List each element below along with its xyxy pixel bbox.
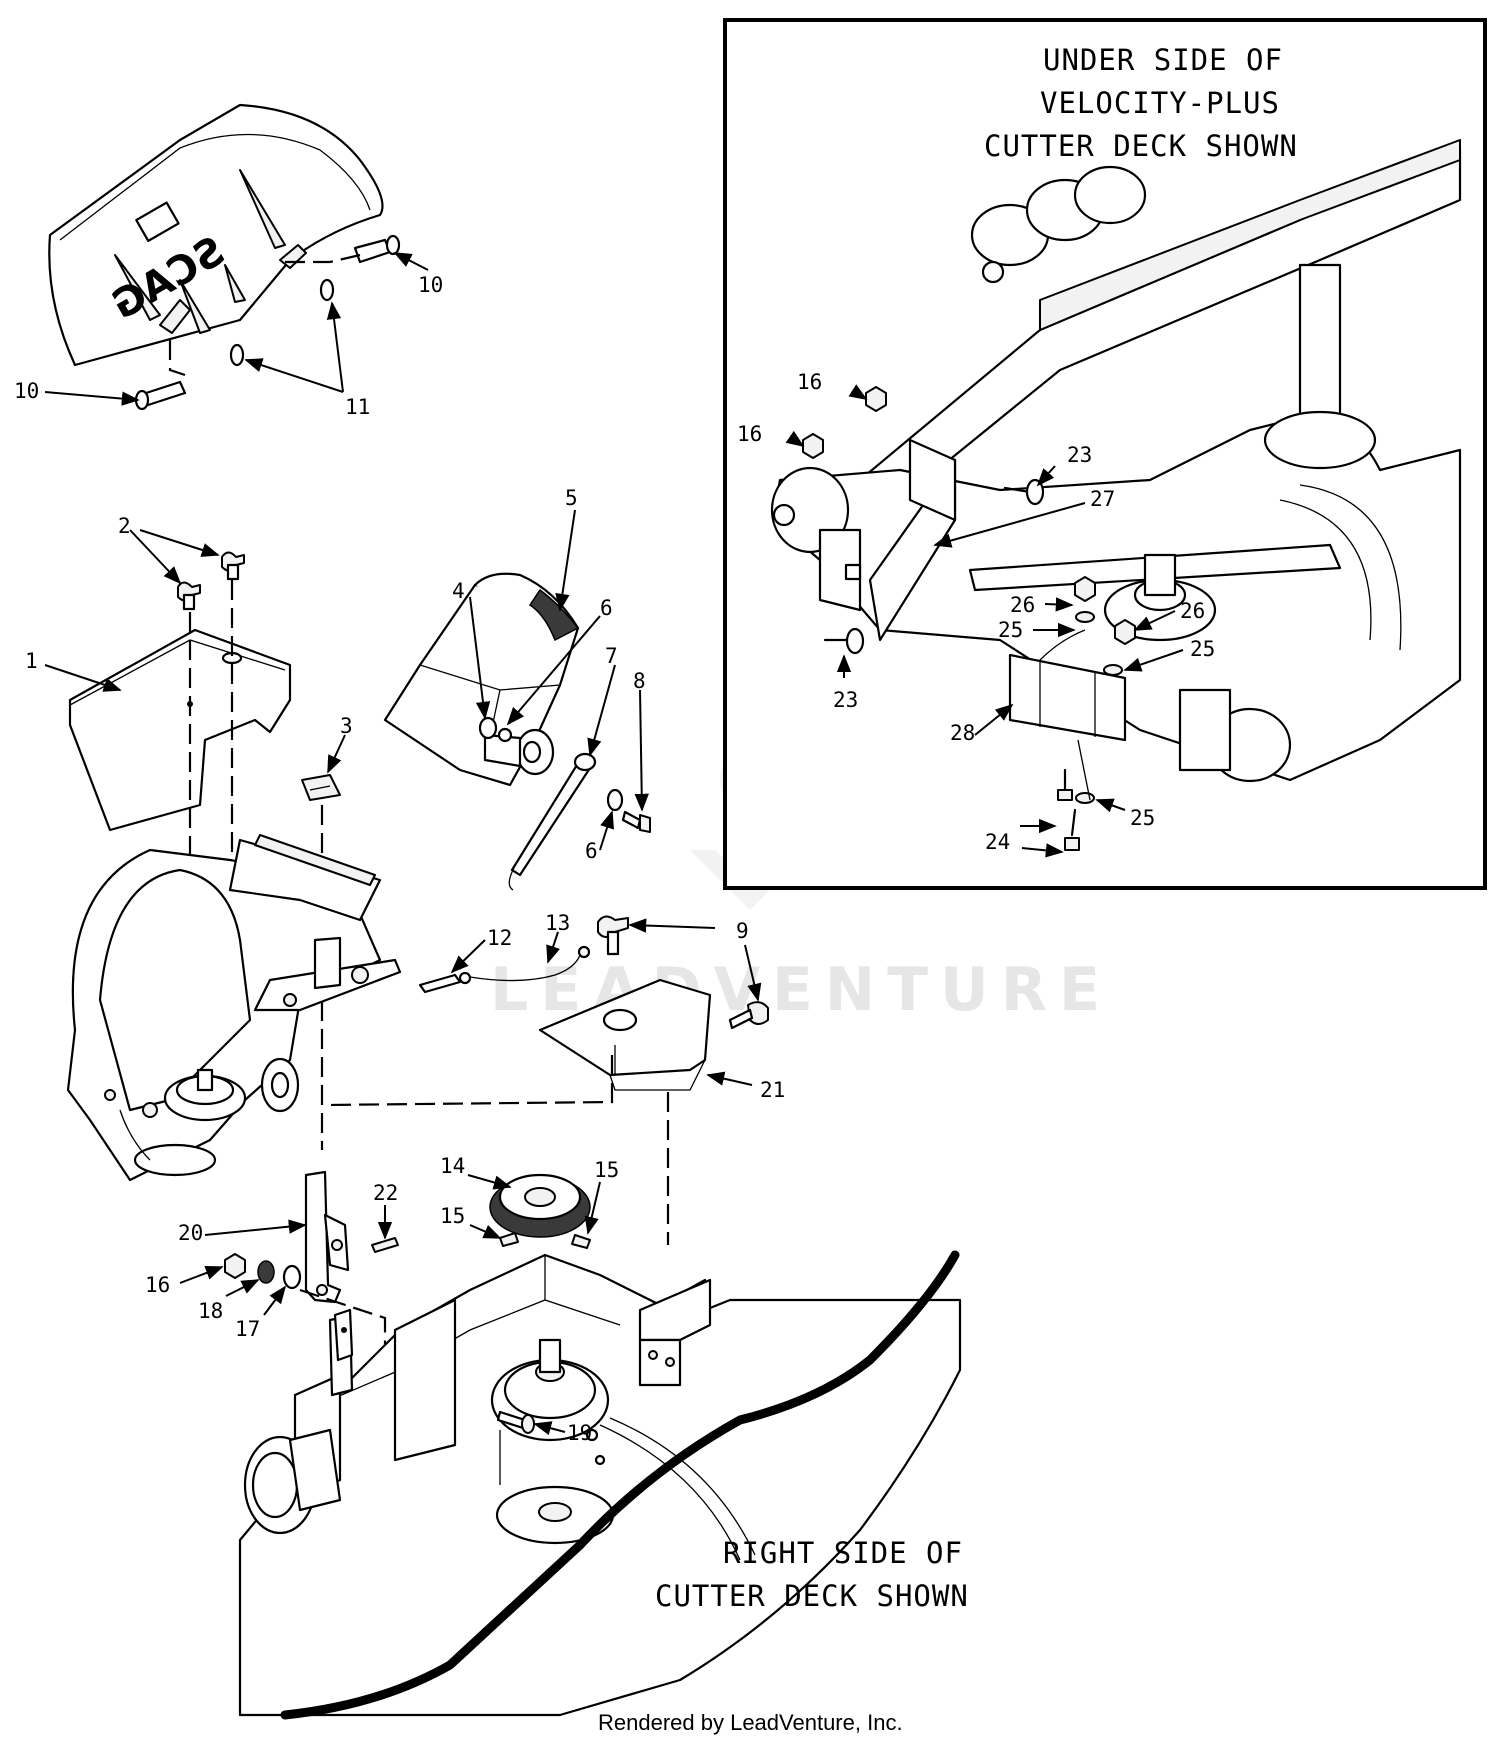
callout-25-bottom: 25 — [1130, 806, 1155, 830]
callout-28: 28 — [950, 721, 975, 745]
callout-4: 4 — [452, 579, 465, 603]
deflector-chute: SCAG — [48, 103, 384, 367]
callout-20: 20 — [178, 1221, 203, 1245]
knob-top — [597, 915, 629, 956]
drive-assembly — [66, 834, 402, 1182]
cutter-deck — [238, 1253, 962, 1717]
callout-23-inset-top: 23 — [1067, 443, 1092, 467]
knob-side — [728, 1001, 769, 1030]
callout-22: 22 — [373, 1181, 398, 1205]
inset-caption-line3: CUTTER DECK SHOWN — [984, 129, 1298, 163]
callout-27: 27 — [1090, 487, 1115, 511]
callout-23-inset-bottom: 23 — [833, 688, 858, 712]
callout-1: 1 — [25, 649, 38, 673]
mounting-bracket — [538, 978, 712, 1091]
flat-washer-17 — [282, 1264, 302, 1290]
callout-8: 8 — [633, 669, 646, 693]
callout-6-upper: 6 — [600, 596, 613, 620]
callout-16-deck: 16 — [145, 1273, 170, 1297]
hairpin-clip-upper — [319, 278, 335, 302]
cable-assembly — [418, 945, 591, 994]
callout-15-left: 15 — [440, 1204, 465, 1228]
callout-11: 11 — [345, 395, 370, 419]
spacer-block — [301, 774, 341, 801]
callout-2: 2 — [118, 514, 131, 538]
hinge-pin-right — [353, 234, 401, 264]
callout-5: 5 — [565, 486, 578, 510]
callout-16-inset-top: 16 — [797, 370, 822, 394]
lock-washer-18 — [257, 1260, 275, 1284]
callout-13: 13 — [545, 911, 570, 935]
callout-17: 17 — [235, 1317, 260, 1341]
callout-3: 3 — [340, 714, 353, 738]
hinge-pin-left — [134, 380, 187, 411]
bolt-19 — [496, 1410, 535, 1434]
cotter-pin — [371, 1237, 399, 1253]
callout-25-right: 25 — [1190, 637, 1215, 661]
callout-24: 24 — [985, 830, 1010, 854]
hairpin-clip-lower — [229, 343, 245, 367]
knob-left — [177, 581, 201, 611]
washer-lower — [606, 788, 624, 812]
callout-6-lower: 6 — [585, 839, 598, 863]
callout-16-inset-left: 16 — [737, 422, 762, 446]
inset-caption-line1: UNDER SIDE OF — [1043, 43, 1283, 77]
callout-26-left: 26 — [1010, 593, 1035, 617]
callout-18: 18 — [198, 1299, 223, 1323]
callout-26-right: 26 — [1180, 599, 1205, 623]
chute-housing — [383, 572, 580, 787]
inset-caption-line2: VELOCITY-PLUS — [1040, 86, 1280, 120]
callout-15-right: 15 — [594, 1158, 619, 1182]
callout-10-right: 10 — [418, 273, 443, 297]
drive-pulley — [489, 1173, 591, 1238]
callout-14: 14 — [440, 1154, 465, 1178]
callout-19: 19 — [567, 1421, 592, 1445]
knob-right — [221, 551, 245, 581]
nut-16-deck — [224, 1253, 246, 1279]
pivot-bracket — [304, 1170, 350, 1304]
belt-cover — [68, 628, 292, 832]
pin-dashline-upper — [285, 253, 361, 264]
callout-10-left: 10 — [14, 379, 39, 403]
footer-credit: Rendered by LeadVenture, Inc. — [598, 1710, 903, 1735]
bolt-spring — [621, 810, 651, 833]
setscrew-left — [499, 1232, 519, 1247]
callout-12: 12 — [487, 926, 512, 950]
deck-caption-line2: CUTTER DECK SHOWN — [655, 1579, 969, 1613]
underside-leaders — [785, 384, 1184, 858]
callout-25-left: 25 — [998, 618, 1023, 642]
bracket-dashline-left — [324, 1055, 614, 1107]
callout-7: 7 — [605, 644, 618, 668]
callout-21: 21 — [760, 1078, 785, 1102]
pin-dashline-lower — [168, 340, 186, 377]
spring-rod — [508, 752, 597, 891]
deck-caption-line1: RIGHT SIDE OF — [723, 1536, 963, 1570]
setscrew-right — [571, 1234, 591, 1249]
callout-9: 9 — [736, 919, 749, 943]
section-break-line — [280, 1250, 960, 1720]
underside-deck-drawing — [770, 139, 1462, 851]
